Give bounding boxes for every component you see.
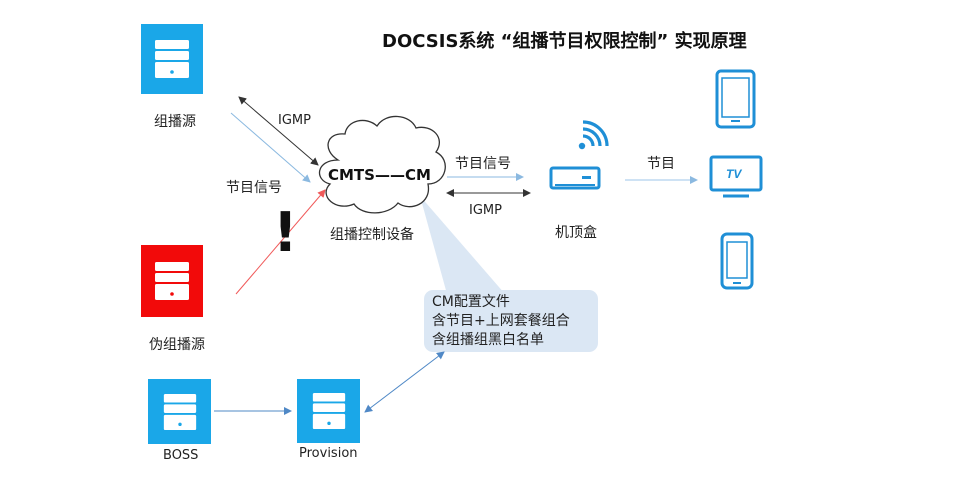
diagram-title: DOCSIS系统 “组播节目权限控制” 实现原理 (382, 31, 747, 52)
phone-icon (720, 232, 754, 290)
fake-multicast-source-server (141, 245, 203, 317)
igmp-label-top: IGMP (278, 113, 311, 128)
set-top-box-label: 机顶盒 (555, 225, 597, 241)
tv-icon: TV (709, 155, 763, 198)
callout-line-3: 含组播组黑白名单 (432, 332, 544, 348)
fake-multicast-source-label: 伪组播源 (149, 337, 205, 353)
cm-config-callout: CM配置文件 含节目+上网套餐组合 含组播组黑白名单 (432, 293, 570, 350)
callout-line-1: CM配置文件 (432, 294, 510, 310)
router-icon (549, 166, 601, 190)
server-icon (155, 262, 189, 300)
program-signal-label-right: 节目信号 (455, 156, 511, 172)
provision-callout-link (364, 351, 445, 413)
program-signal-link-source (230, 112, 311, 183)
svg-text:TV: TV (726, 167, 742, 181)
multicast-source-label: 组播源 (154, 114, 196, 130)
cmts-cm-label: CMTS——CM (328, 166, 431, 184)
igmp-link-source (238, 96, 319, 166)
program-label: 节目 (647, 156, 675, 172)
boss-server (148, 379, 211, 444)
callout-line-2: 含节目+上网套餐组合 (432, 313, 570, 329)
provision-label: Provision (299, 446, 358, 461)
multicast-control-device-label: 组播控制设备 (330, 227, 414, 243)
callout-balloon (420, 196, 598, 352)
provision-server (297, 379, 360, 443)
boss-label: BOSS (163, 448, 199, 463)
wifi-icon (578, 120, 609, 150)
alert-exclamation: ! (273, 201, 298, 264)
cloud-icon (319, 115, 446, 214)
server-icon (163, 393, 196, 430)
fake-signal-link (235, 189, 326, 295)
server-icon (155, 40, 189, 78)
program-signal-label-left: 节目信号 (226, 180, 282, 196)
multicast-source-server (141, 24, 203, 94)
server-icon (312, 392, 345, 430)
igmp-label-right: IGMP (469, 203, 502, 218)
tablet-icon (715, 69, 756, 129)
